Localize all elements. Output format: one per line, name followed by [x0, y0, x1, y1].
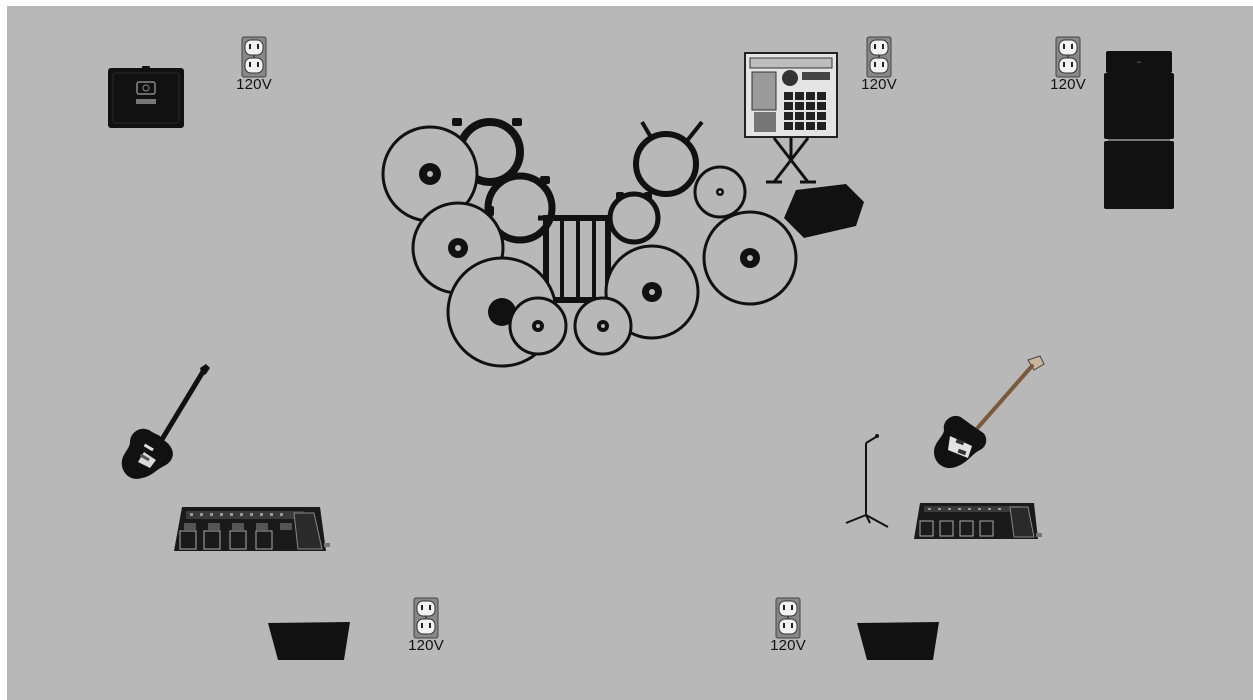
voltage-label: 120V — [236, 76, 272, 93]
rack-tom-right — [484, 172, 556, 244]
drummer-monitor-wedge-icon — [784, 184, 864, 238]
floor-monitor-wedge-icon — [857, 622, 939, 660]
tom-small — [607, 191, 661, 245]
power-outlet-bottom-left: 120V — [404, 597, 448, 654]
drum-sampler-on-stand-icon — [744, 52, 838, 184]
power-outlet-icon — [866, 36, 892, 78]
bass-guitar-icon — [934, 355, 1045, 469]
cymbal-bottom-right — [573, 296, 633, 356]
power-outlet-top-center-right: 120V — [857, 36, 901, 93]
ride-cymbal — [702, 210, 798, 306]
guitar-combo-amp-icon — [108, 66, 184, 128]
voltage-label: 120V — [861, 76, 897, 93]
bass-pedalboard-icon — [914, 503, 1042, 539]
power-outlet-icon — [1055, 36, 1081, 78]
snare-drum — [633, 120, 704, 197]
power-outlet-top-right: 120V — [1046, 36, 1090, 93]
power-outlet-icon — [241, 36, 267, 78]
voltage-label: 120V — [408, 637, 444, 654]
guitar-pedalboard-icon — [174, 507, 330, 551]
voltage-label: 120V — [1050, 76, 1086, 93]
mic-stand-icon — [845, 434, 889, 528]
power-outlet-icon — [775, 597, 801, 639]
svg-text:~: ~ — [1137, 58, 1142, 67]
drum-kit-icon — [381, 118, 798, 368]
floor-monitor-wedge-icon — [268, 622, 350, 660]
bass-amp-stack-icon: ~ — [1104, 51, 1174, 209]
stage-area — [7, 6, 1253, 700]
electric-guitar-icon — [121, 364, 210, 479]
cymbal-bottom-left — [508, 296, 568, 356]
power-outlet-top-left: 120V — [232, 36, 276, 93]
power-outlet-icon — [413, 597, 439, 639]
power-outlet-bottom-right: 120V — [766, 597, 810, 654]
voltage-label: 120V — [770, 637, 806, 654]
splash-cymbal — [693, 165, 747, 219]
